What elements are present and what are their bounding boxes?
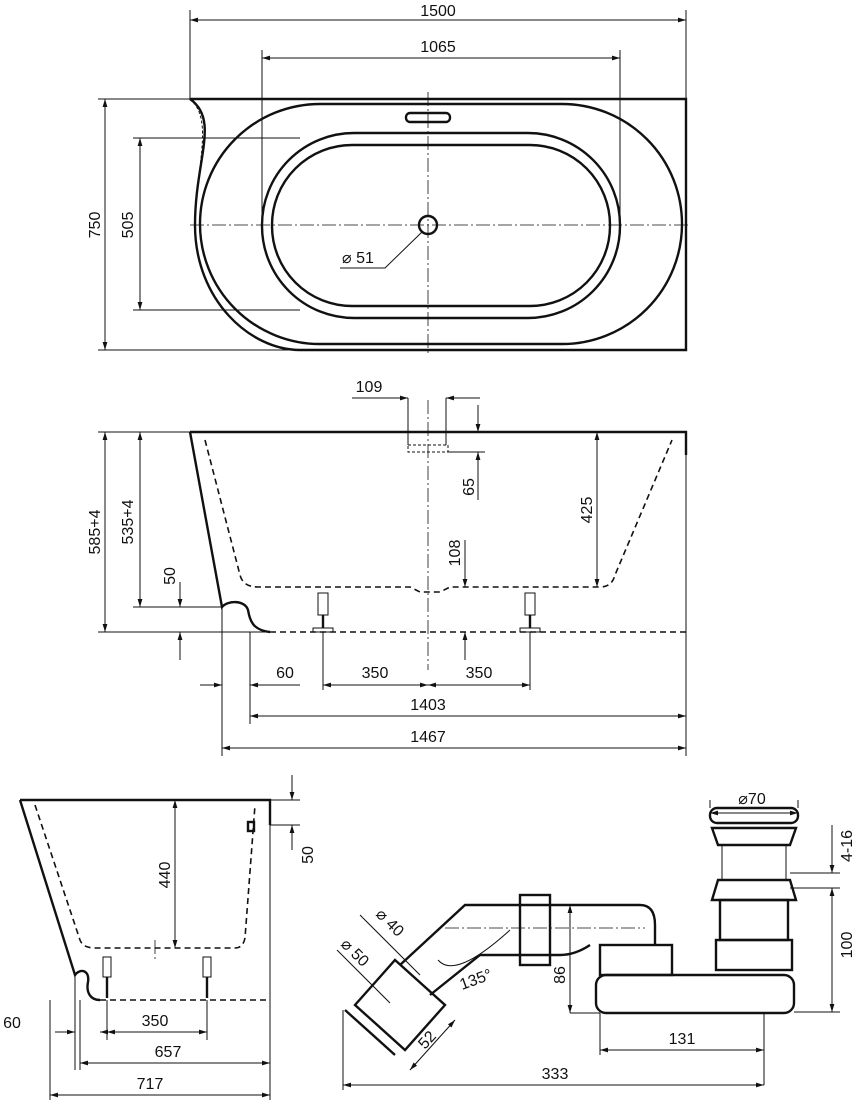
bowl-inner [270,143,612,308]
dim-siphon-height: 100 [839,932,856,959]
tub-rim [198,102,684,346]
bowl-outer [260,131,622,320]
dim-inner-depth: 425 [579,497,596,524]
dim-end-inner-depth: 440 [157,862,174,889]
dim-overflow: 109 [356,379,383,396]
dim-leg-left: 350 [362,665,389,682]
dim-width: 1500 [420,3,456,20]
dim-outlet-40: ⌀ 40 [372,906,407,941]
dim-end-total: 717 [137,1076,164,1093]
dim-socket: 52 [415,1028,440,1053]
dim-inner-depth: 505 [120,212,137,239]
dim-rim-step: 50 [300,846,317,864]
dim-depth: 750 [87,212,104,239]
dim-total-length: 1467 [410,729,446,746]
dim-offset: 60 [276,665,294,682]
dim-bottom-floor: 108 [447,540,464,567]
leg-left [312,592,334,633]
dim-total-height: 585+4 [87,509,104,554]
dim-end-offset: 60 [3,1015,21,1032]
side-view: 109 65 585+4 535+4 50 425 108 60 350 350… [87,379,688,756]
dim-leg-right: 350 [466,665,493,682]
dim-trap-height: 86 [552,966,569,984]
siphon-drawing: ⌀70 4-16 100 86 131 333 ⌀ 40 ⌀ 50 135° 5… [336,791,856,1090]
overflow-icon [246,820,256,833]
trap-body [594,973,796,1015]
top-view: 1500 1065 750 505 ⌀ 51 [87,3,690,355]
dim-angle: 135° [458,966,495,993]
dim-inner-length: 1403 [410,697,446,714]
dim-trap-width: 131 [669,1031,696,1048]
dim-drain: ⌀ 51 [342,250,374,267]
dim-overflow-drop: 65 [461,478,478,496]
dim-total-length: 333 [542,1066,569,1083]
drain-cap [708,806,800,825]
end-view: 440 50 60 350 657 717 [3,775,317,1100]
dim-end-inner: 657 [155,1044,182,1061]
dim-adjust: 4-16 [839,830,856,862]
dim-outlet-50: ⌀ 50 [337,936,372,971]
dim-cap: ⌀70 [738,791,766,808]
leg-right [519,592,541,633]
dim-end-leg-span: 350 [142,1013,169,1030]
dim-foot: 50 [162,567,179,585]
dim-inner-width: 1065 [420,39,456,56]
dim-rim-height: 535+4 [120,499,137,544]
